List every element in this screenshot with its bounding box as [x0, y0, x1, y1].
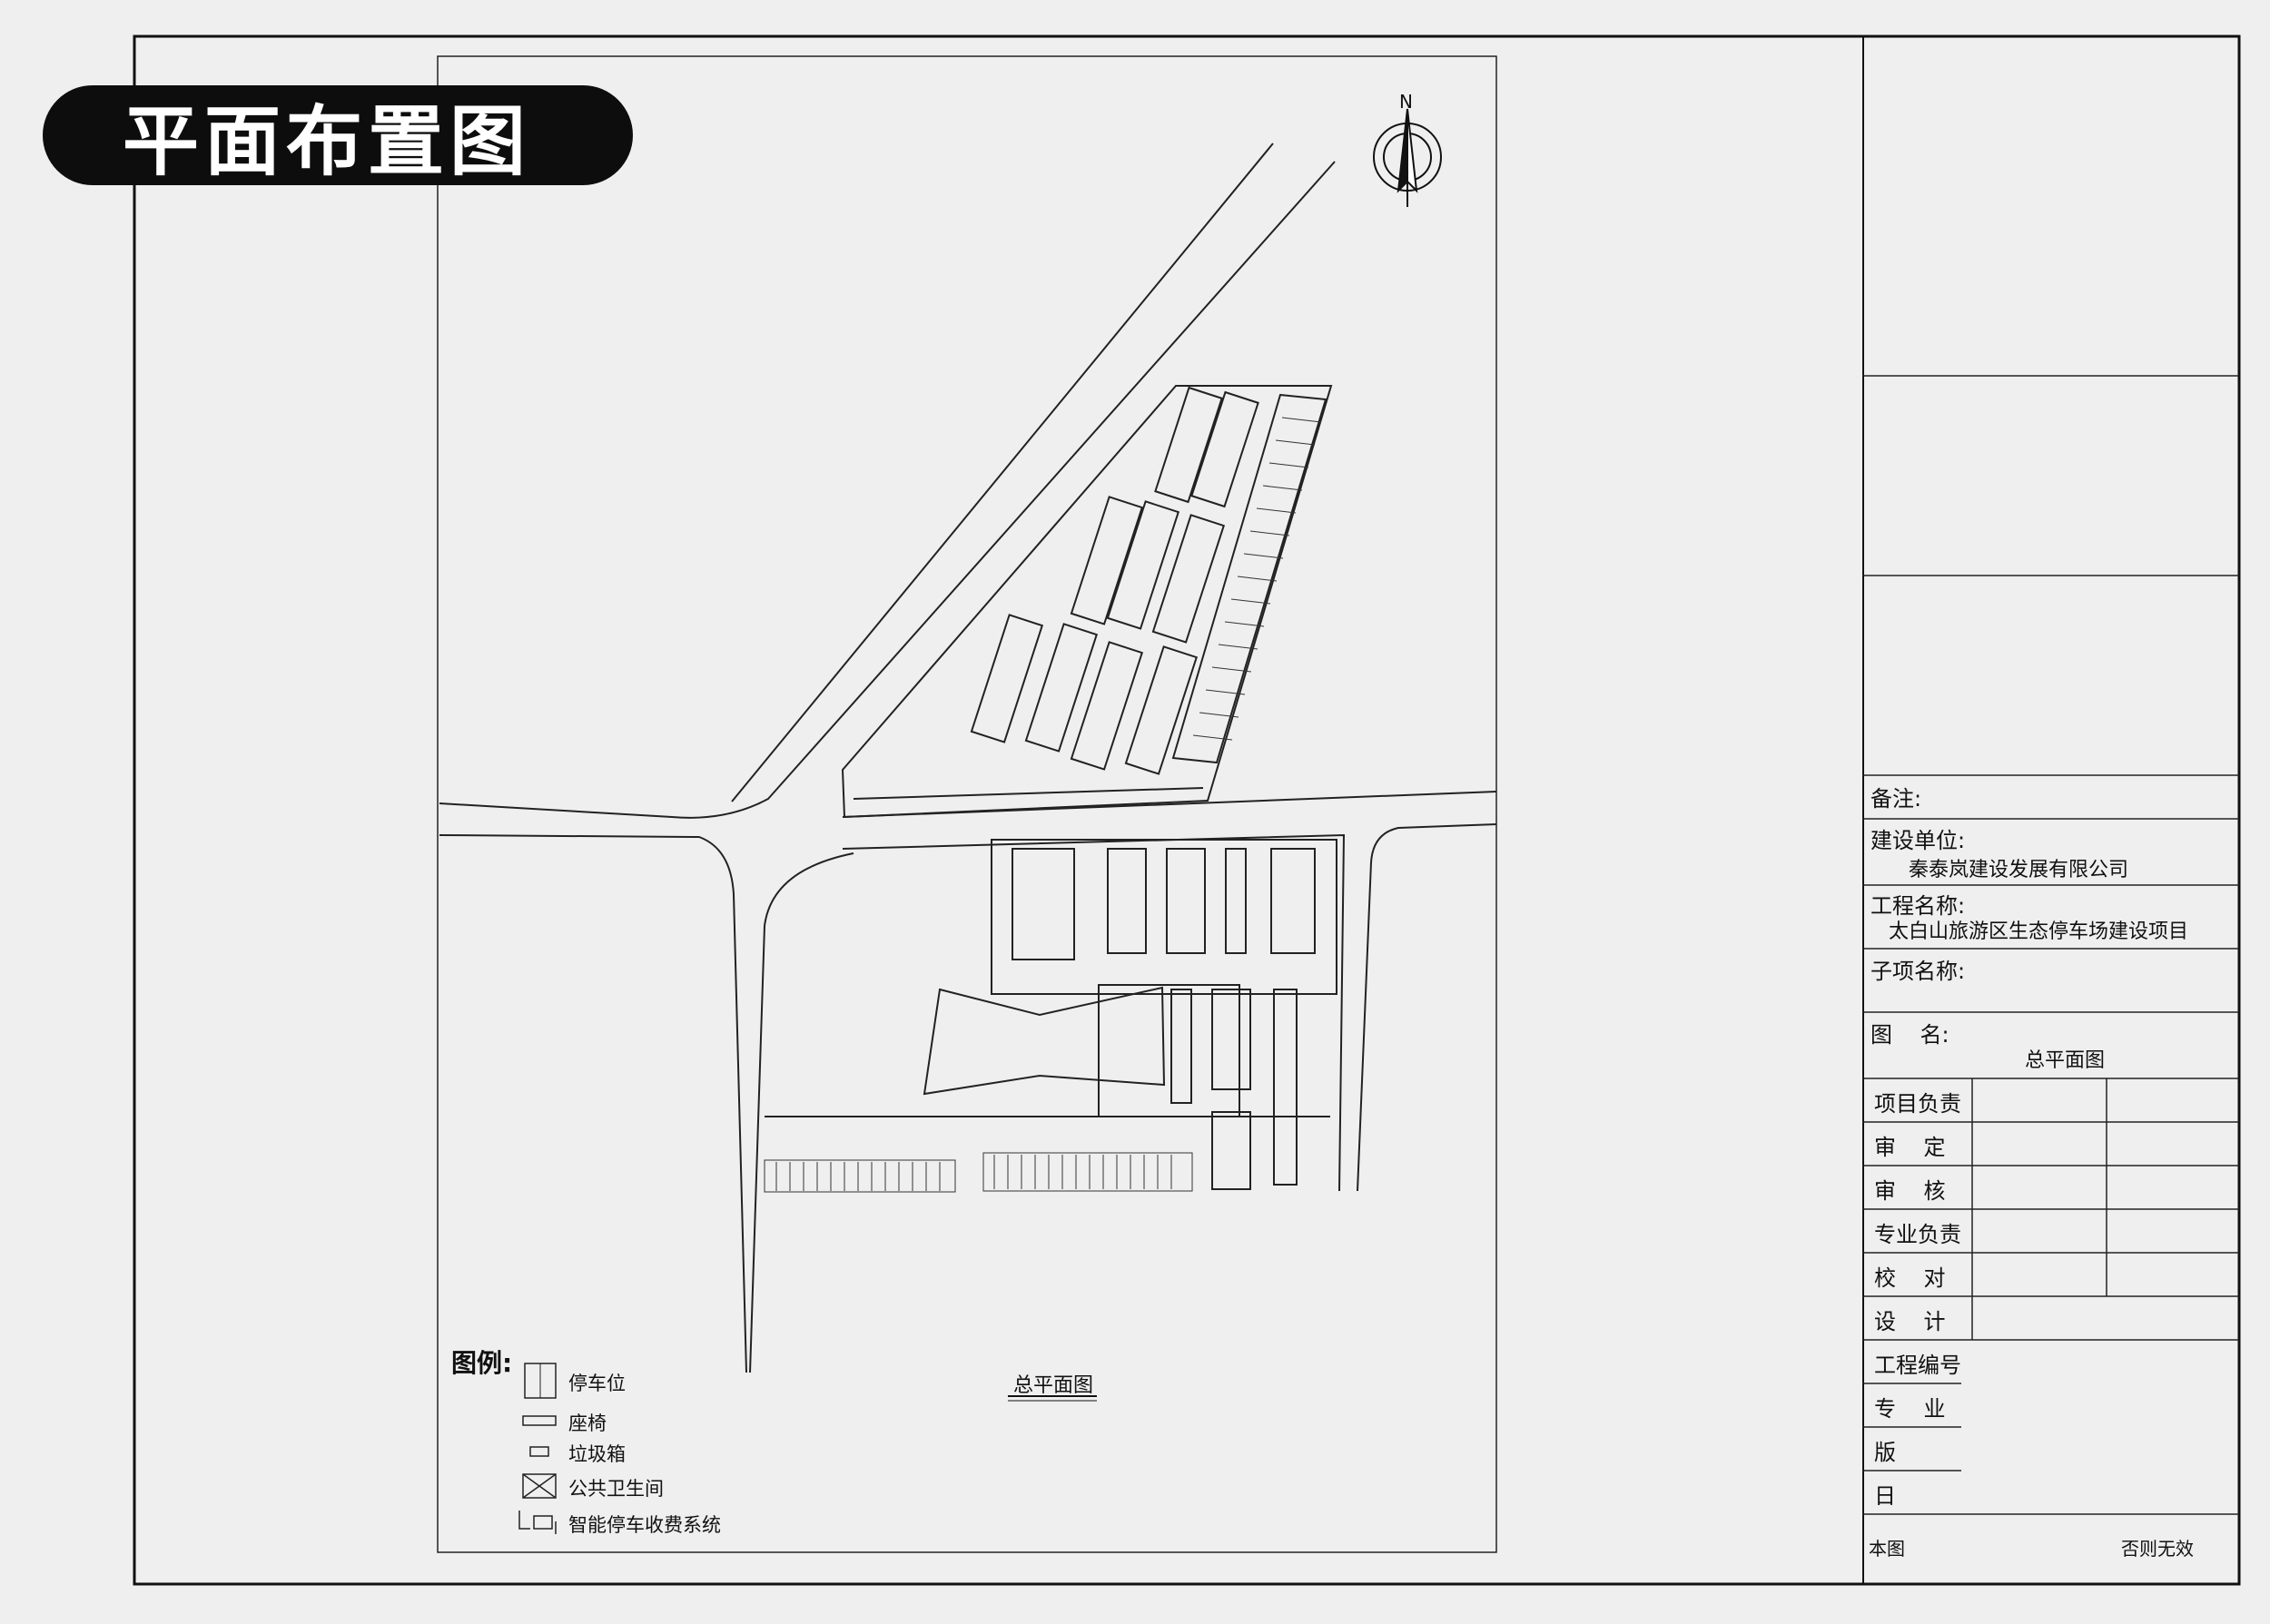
title-block-grid: [1863, 375, 2239, 1515]
drawing-frame: [437, 55, 1497, 1553]
drawing-name-label: 图 名:: [1870, 1022, 1949, 1048]
client-label: 建设单位:: [1870, 828, 1966, 853]
parking-stall-hatch-south: [764, 1152, 1193, 1193]
signoff-discipline-lead: 专业负责: [1874, 1222, 1961, 1247]
remarks-label: 备注:: [1870, 786, 1922, 812]
bench-icon: [522, 1415, 557, 1426]
info-project-number: 工程编号: [1874, 1353, 1961, 1378]
info-version: 版: [1874, 1440, 1896, 1465]
outer-border: [133, 34, 2241, 1586]
drawing-name-value: 总平面图: [2025, 1049, 2106, 1072]
signoff-design: 设 计: [1874, 1309, 1946, 1334]
parking-fee-system-icon: [518, 1511, 557, 1534]
legend-item-trash-bin: 垃圾箱: [568, 1443, 626, 1465]
footer-right-note: 否则无效: [2121, 1538, 2194, 1560]
signoff-project-lead: 项目负责: [1874, 1091, 1961, 1117]
trash-bin-icon: [529, 1446, 549, 1457]
legend-heading: 图例:: [451, 1348, 513, 1378]
north-label: N: [1399, 91, 1413, 113]
subitem-label: 子项名称:: [1870, 959, 1966, 984]
client-value: 秦泰岚建设发展有限公司: [1909, 859, 2129, 881]
signoff-review: 审 核: [1874, 1178, 1946, 1204]
signoff-approve: 审 定: [1874, 1135, 1946, 1160]
signoff-check: 校 对: [1874, 1265, 1946, 1291]
project-value: 太白山旅游区生态停车场建设项目: [1889, 920, 2189, 943]
project-label: 工程名称:: [1870, 893, 1966, 919]
legend-item-toilet: 公共卫生间: [568, 1478, 664, 1500]
south-parking-lot: [923, 839, 1337, 1190]
info-discipline: 专 业: [1874, 1396, 1946, 1422]
legend-item-parking-space: 停车位: [568, 1373, 626, 1394]
legend-item-parking-fee-system: 智能停车收费系统: [568, 1514, 721, 1536]
footer-left-note: 本图: [1869, 1538, 1905, 1560]
drawing-caption: 总平面图: [1013, 1374, 1094, 1397]
toilet-icon: [522, 1473, 557, 1499]
parking-islands-north: [970, 386, 1259, 775]
parking-stall-hatch-east: [1192, 417, 1322, 741]
info-date: 日: [1874, 1483, 1896, 1509]
road-lines: [439, 143, 1497, 1373]
legend-item-bench: 座椅: [568, 1412, 607, 1434]
north-parking-lot: [841, 385, 1333, 819]
page-title-banner: 平面布置图: [43, 85, 633, 186]
north-arrow-icon: [1373, 108, 1442, 207]
page-title: 平面布置图: [123, 96, 532, 186]
